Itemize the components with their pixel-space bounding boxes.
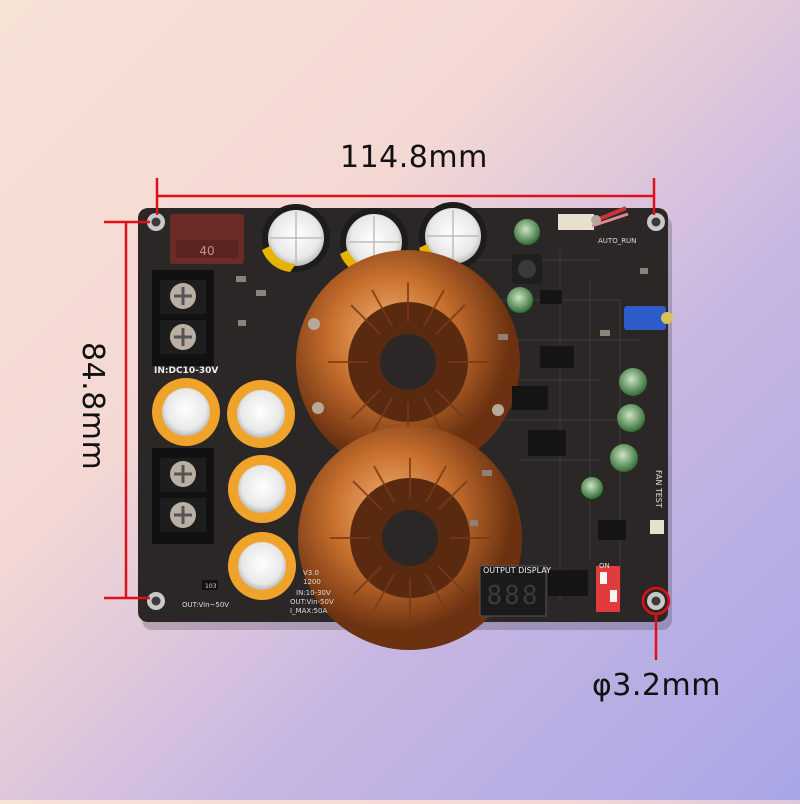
fuse: 40 xyxy=(170,214,244,264)
dip-switch xyxy=(596,566,620,612)
input-capacitors xyxy=(262,202,487,276)
seven-segment-display: 888 xyxy=(479,565,547,617)
hole-diameter-label: φ3.2mm xyxy=(592,668,721,703)
svg-text:AUTO_RUN: AUTO_RUN xyxy=(598,237,636,245)
svg-text:OUT:Vin~50V: OUT:Vin~50V xyxy=(182,601,229,609)
output-capacitors xyxy=(152,378,296,600)
input-terminal-block xyxy=(152,270,214,366)
fan-test-button xyxy=(650,520,664,534)
small-capacitors xyxy=(507,219,647,499)
height-dimension-label: 84.8mm xyxy=(75,342,110,471)
svg-text:OUT:Vin-50V: OUT:Vin-50V xyxy=(290,598,334,606)
toroid-inductor-top xyxy=(296,250,520,474)
svg-text:103: 103 xyxy=(205,583,217,590)
dimension-lines xyxy=(104,178,658,660)
svg-text:I_MAX:50A: I_MAX:50A xyxy=(290,607,327,615)
svg-text:OUTPUT DISPLAY: OUTPUT DISPLAY xyxy=(483,566,551,575)
output-terminal-block xyxy=(152,448,214,544)
svg-text:IN:10-30V: IN:10-30V xyxy=(296,589,331,597)
svg-text:40: 40 xyxy=(199,244,214,258)
toroid-inductor-bottom xyxy=(298,426,522,650)
svg-text:FAN TEST: FAN TEST xyxy=(654,470,663,508)
svg-text:IN:DC10-30V: IN:DC10-30V xyxy=(154,366,218,376)
svg-text:ON: ON xyxy=(599,562,610,570)
potentiometer xyxy=(624,306,666,330)
width-dimension-label: 114.8mm xyxy=(340,140,488,175)
svg-text:888: 888 xyxy=(487,581,540,611)
svg-text:V3.0: V3.0 xyxy=(303,569,319,577)
svg-text:1200: 1200 xyxy=(303,578,321,586)
spec-text: V3.0 1200 IN:10-30V OUT:Vin-50V I_MAX:50… xyxy=(182,569,334,615)
